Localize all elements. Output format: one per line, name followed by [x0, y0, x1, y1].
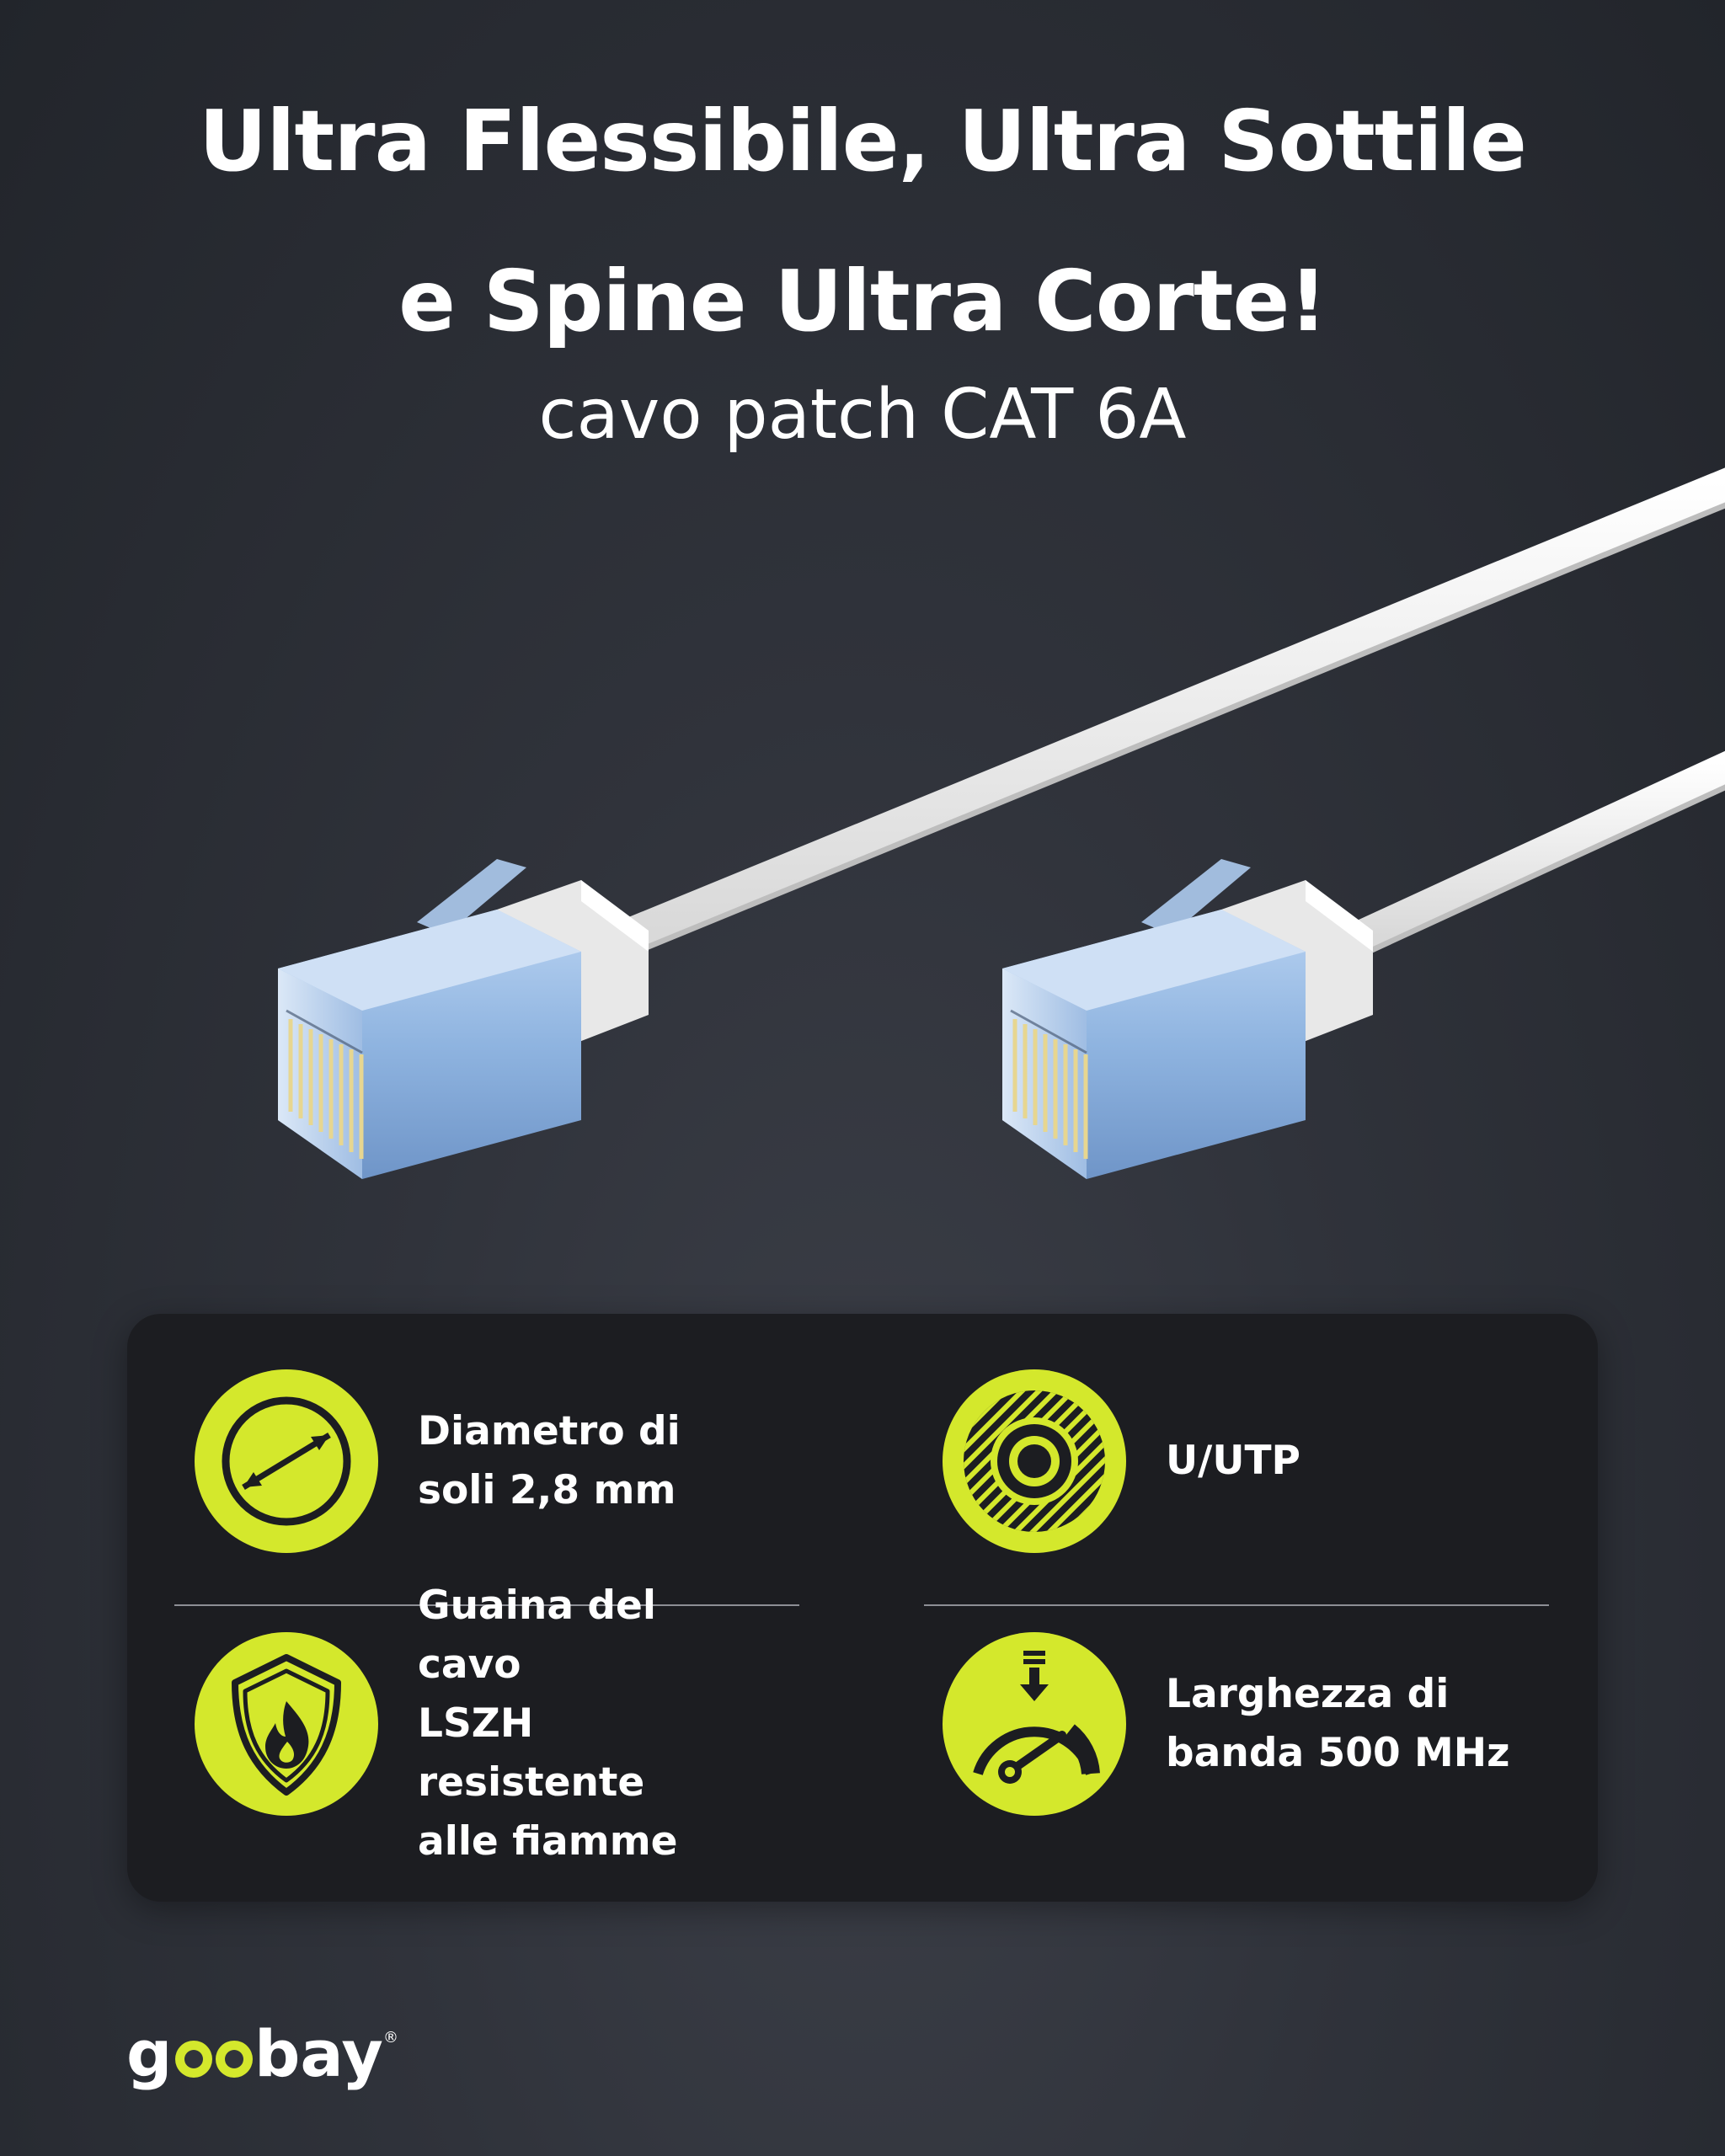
rj45-connector-left [278, 859, 649, 1179]
feature-shielding: U/UTP [875, 1369, 1498, 1563]
feature-diameter-label: Diametro di soli 2,8 mm [418, 1408, 681, 1513]
product-image-patch-cable [278, 467, 1725, 1179]
cable-cross-section-icon [943, 1369, 1126, 1553]
feature-bandwidth-label: Larghezza di banda 500 MHz [1166, 1671, 1510, 1776]
diameter-arrow-icon [195, 1369, 378, 1553]
svg-text:®: ® [383, 2029, 398, 2047]
rj45-connector-right [1002, 859, 1373, 1179]
divider-left [174, 1604, 799, 1606]
feature-bandwidth: Larghezza di banda 500 MHz [875, 1632, 1509, 1826]
product-subtitle: cavo patch CAT 6A [538, 375, 1187, 455]
feature-diameter: Diametro di soli 2,8 mm [127, 1369, 750, 1563]
headline-line-1: Ultra Flessibile, Ultra Sottile [199, 92, 1527, 190]
svg-text:g: g [126, 2017, 172, 2091]
svg-text:bay: bay [254, 2017, 383, 2091]
feature-jacket: Guaina del cavo LSZH resistente alle fia… [127, 1582, 750, 1865]
headline-line-2: e Spine Ultra Corte! [398, 252, 1327, 350]
divider-right [924, 1604, 1549, 1606]
feature-jacket-label: Guaina del cavo LSZH resistente alle fia… [418, 1582, 678, 1865]
feature-shielding-label: U/UTP [1166, 1438, 1301, 1484]
cable-right [1343, 750, 1725, 957]
flame-shield-icon [195, 1632, 378, 1816]
brand-logo: g bay ® [126, 2017, 404, 2093]
feature-panel: Diametro di soli 2,8 mm [127, 1314, 1598, 1902]
cable-left [617, 467, 1725, 953]
speedometer-icon [943, 1632, 1126, 1816]
